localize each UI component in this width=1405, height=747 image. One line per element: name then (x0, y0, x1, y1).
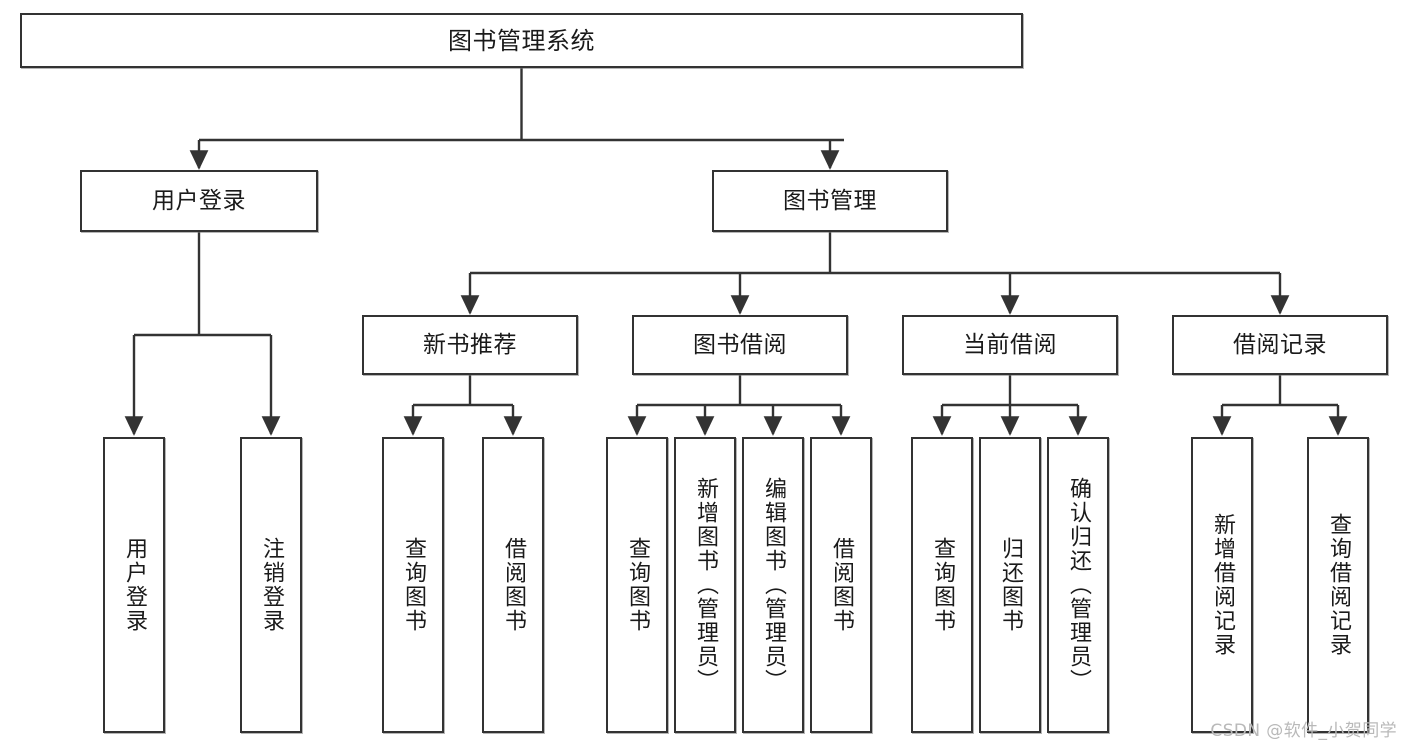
node-leaf-query-book-2-label: 查询图书 (624, 537, 650, 633)
node-leaf-edit-book[interactable]: 编辑图书（管理员） (742, 437, 804, 733)
node-book-management-label: 图书管理 (783, 187, 877, 214)
node-leaf-borrow-book-2-label: 借阅图书 (828, 537, 854, 633)
node-root[interactable]: 图书管理系统 (20, 13, 1023, 68)
node-leaf-add-record[interactable]: 新增借阅记录 (1191, 437, 1253, 733)
node-leaf-logout-label: 注销登录 (258, 537, 284, 633)
node-current-borrow-label: 当前借阅 (963, 331, 1057, 358)
node-leaf-user-login[interactable]: 用户登录 (103, 437, 165, 733)
node-new-book-recommend-label: 新书推荐 (423, 331, 517, 358)
node-leaf-confirm-return-label: 确认归还（管理员） (1065, 477, 1091, 693)
node-book-borrow[interactable]: 图书借阅 (632, 315, 848, 375)
node-current-borrow[interactable]: 当前借阅 (902, 315, 1118, 375)
node-root-label: 图书管理系统 (448, 26, 595, 55)
watermark-text: CSDN @软件_小贺同学 (1210, 721, 1397, 741)
node-user-login[interactable]: 用户登录 (80, 170, 318, 232)
node-borrow-record-label: 借阅记录 (1233, 331, 1327, 358)
node-book-management[interactable]: 图书管理 (712, 170, 948, 232)
node-leaf-query-book-1[interactable]: 查询图书 (382, 437, 444, 733)
node-leaf-edit-book-label: 编辑图书（管理员） (760, 477, 786, 693)
node-leaf-add-book[interactable]: 新增图书（管理员） (674, 437, 736, 733)
node-leaf-logout[interactable]: 注销登录 (240, 437, 302, 733)
node-leaf-confirm-return[interactable]: 确认归还（管理员） (1047, 437, 1109, 733)
node-leaf-borrow-book-2[interactable]: 借阅图书 (810, 437, 872, 733)
node-leaf-borrow-book-1-label: 借阅图书 (500, 537, 526, 633)
node-leaf-add-record-label: 新增借阅记录 (1209, 513, 1235, 657)
node-leaf-query-record-label: 查询借阅记录 (1325, 513, 1351, 657)
node-leaf-user-login-label: 用户登录 (121, 537, 147, 633)
node-book-borrow-label: 图书借阅 (693, 331, 787, 358)
node-leaf-return-book-label: 归还图书 (997, 537, 1023, 633)
node-leaf-query-book-3[interactable]: 查询图书 (911, 437, 973, 733)
node-leaf-query-book-1-label: 查询图书 (400, 537, 426, 633)
node-leaf-query-record[interactable]: 查询借阅记录 (1307, 437, 1369, 733)
node-leaf-query-book-2[interactable]: 查询图书 (606, 437, 668, 733)
node-new-book-recommend[interactable]: 新书推荐 (362, 315, 578, 375)
node-leaf-return-book[interactable]: 归还图书 (979, 437, 1041, 733)
node-borrow-record[interactable]: 借阅记录 (1172, 315, 1388, 375)
node-user-login-label: 用户登录 (152, 187, 246, 214)
node-leaf-query-book-3-label: 查询图书 (929, 537, 955, 633)
node-leaf-borrow-book-1[interactable]: 借阅图书 (482, 437, 544, 733)
node-leaf-add-book-label: 新增图书（管理员） (692, 477, 718, 693)
